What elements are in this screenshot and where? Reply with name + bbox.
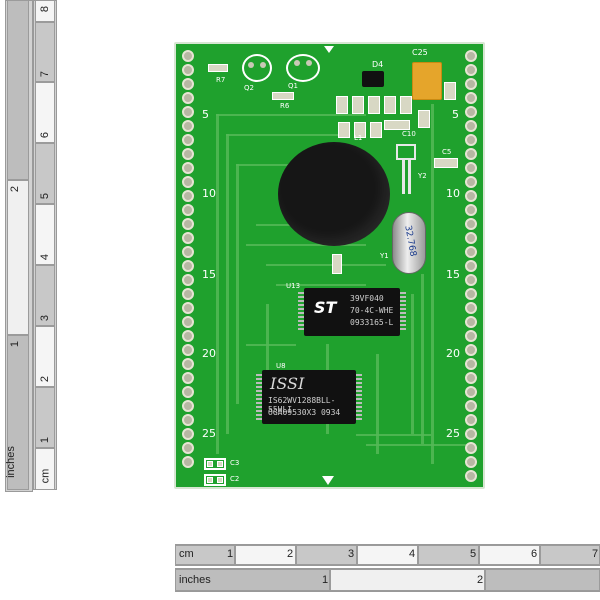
y1-label: Y1 [380, 252, 389, 260]
flash-line-1: 39VF040 [350, 294, 384, 303]
horizontal-cm-unit-label: cm [179, 548, 194, 560]
resistor-r7 [208, 64, 228, 72]
cm-mark-8: 8 [39, 5, 52, 13]
pin-label-left-15: 15 [202, 268, 216, 281]
h-cm-mark-6: 6 [531, 548, 538, 560]
cm-mark-7: 7 [39, 70, 52, 78]
r7-label: R7 [216, 76, 226, 84]
c3-label: C3 [230, 459, 240, 467]
sram-chip-u8: ISSI IS62WV1288BLL-55HLI OGA09530X3 0934 [256, 370, 362, 424]
sram-line-1: IS62WV1288BLL-55HLI [268, 396, 336, 414]
c5-label: C5 [442, 148, 452, 156]
pin-label-left-20: 20 [202, 347, 216, 360]
capacitor-c5 [434, 158, 458, 168]
h-cm-mark-7: 7 [592, 548, 599, 560]
r6-label: R6 [280, 102, 290, 110]
cm-mark-1: 1 [39, 436, 52, 444]
h-cm-mark-5: 5 [470, 548, 477, 560]
diode-d4 [362, 71, 384, 87]
inches-mark-2: 2 [9, 185, 22, 193]
c2-label: C2 [230, 475, 240, 483]
cm-mark-6: 6 [39, 131, 52, 139]
capacitor-c2 [204, 474, 226, 486]
c10-label: C10 [402, 130, 416, 138]
pin-label-right-15: 15 [446, 268, 460, 281]
pin-label-right-5: 5 [452, 108, 459, 121]
pin-label-right-25: 25 [446, 427, 460, 440]
q1-label: Q1 [288, 82, 298, 90]
h-cm-mark-3: 3 [348, 548, 355, 560]
q2-label: Q2 [244, 84, 254, 92]
u8-label: U8 [276, 362, 286, 370]
chip-on-board-blob [278, 142, 390, 246]
pin-label-left-25: 25 [202, 427, 216, 440]
u13-label: U13 [286, 282, 301, 290]
inches-mark-1: 1 [9, 340, 22, 348]
cm-mark-2: 2 [39, 375, 52, 383]
flash-chip-u13: ST 39VF040 70-4C-WHE 0933165-L [298, 288, 406, 336]
h-cm-mark-2: 2 [287, 548, 294, 560]
flash-brand-logo: ST [314, 298, 337, 317]
cm-mark-4: 4 [39, 253, 52, 261]
c25-label: C25 [412, 48, 428, 57]
cm-unit-label: cm [39, 468, 52, 484]
pin-label-left-5: 5 [202, 108, 209, 121]
cm-mark-5: 5 [39, 192, 52, 200]
capacitor-c25 [412, 62, 442, 100]
pcb-board: 5 10 15 20 25 5 10 15 20 25 Q2 Q1 R7 R6 … [174, 42, 485, 489]
pin-label-left-10: 10 [202, 187, 216, 200]
y2-label: Y2 [418, 172, 427, 180]
inches-unit-label: inches [4, 446, 17, 478]
pin-label-right-20: 20 [446, 347, 460, 360]
horizontal-ruler: cm 1 2 3 4 5 6 7 inches 1 2 [175, 544, 600, 594]
h-cm-mark-4: 4 [409, 548, 416, 560]
l1-label: L1 [354, 134, 363, 142]
horizontal-inches-unit-label: inches [179, 574, 211, 586]
pin-label-right-10: 10 [446, 187, 460, 200]
bottom-orientation-arrow [322, 476, 334, 485]
h-inch-mark-1: 1 [322, 574, 329, 586]
capacitor-c3 [204, 458, 226, 470]
flash-line-2: 70-4C-WHE [350, 306, 394, 315]
cm-mark-3: 3 [39, 314, 52, 322]
top-orientation-arrow [324, 46, 334, 53]
resistor-r6 [272, 92, 294, 100]
sram-brand-logo: ISSI [270, 374, 305, 393]
d4-label: D4 [372, 60, 384, 69]
sram-line-2: OGA09530X3 0934 [268, 408, 341, 417]
small-capacitor [332, 254, 342, 274]
h-cm-mark-1: 1 [227, 548, 234, 560]
flash-line-3: 0933165-L [350, 318, 394, 327]
h-inch-mark-2: 2 [477, 574, 484, 586]
vertical-ruler: 2 1 inches 8 7 6 5 4 3 2 1 cm [5, 0, 57, 492]
